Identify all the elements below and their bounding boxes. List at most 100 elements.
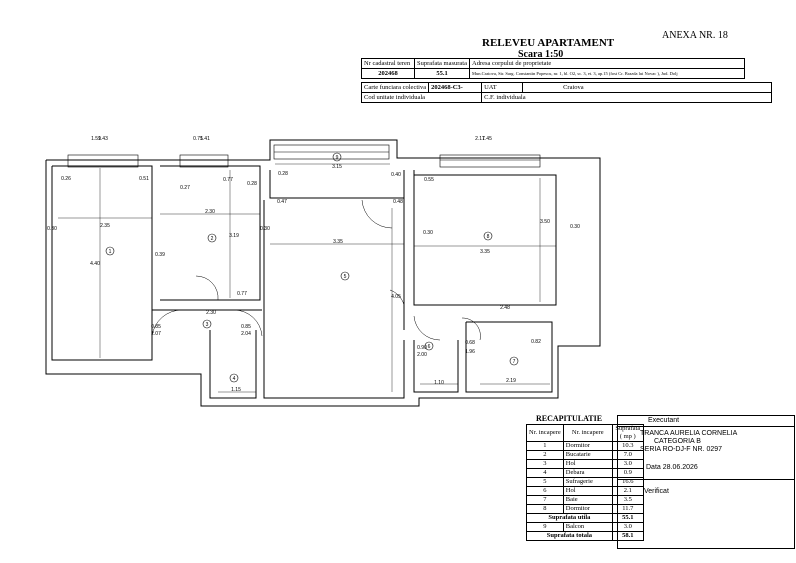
dim-label: 1.43 — [98, 136, 108, 142]
dim-label: 0.30 — [260, 226, 270, 232]
dim-label: 0.28 — [247, 181, 257, 187]
table-cell: Suprafata utila — [526, 513, 613, 523]
dimension-lines — [58, 163, 556, 393]
table-cell: 5 — [526, 477, 564, 487]
table-cell: 6 — [526, 486, 564, 496]
table-cell: Debara — [562, 468, 613, 478]
room-number: 3 — [206, 322, 209, 328]
dim-label: 2.30 — [205, 209, 215, 215]
recap-header: Nr. incapere — [562, 424, 613, 442]
dim-label: 3.15 — [332, 164, 342, 170]
room-number: 2 — [211, 236, 214, 242]
dim-label: 1.10 — [434, 380, 444, 386]
cod-label: Cod unitate individuala — [360, 92, 483, 103]
dimension-labels: 2.35 2.30 3.35 3.35 2.48 3.15 4.40 3.19 … — [47, 136, 580, 393]
dim-label: 3.35 — [333, 239, 343, 245]
room-number: 5 — [344, 274, 347, 280]
recap-header: Nr. incapere — [526, 424, 564, 442]
room-number: 8 — [487, 234, 490, 240]
table-cell: Hol — [562, 486, 613, 496]
dim-label: 0.28 — [278, 171, 288, 177]
room-number: 4 — [233, 376, 236, 382]
table-cell: 1 — [526, 441, 564, 451]
dim-label: 0.68 — [465, 340, 475, 346]
dim-label: 1.59 — [91, 136, 101, 142]
address-value: Mun.Craiova, Str. Sarg. Constantin Popes… — [469, 68, 745, 79]
dim-label: 2.07 — [151, 331, 161, 337]
dim-label: 0.85 — [151, 324, 161, 330]
outer-walls — [45, 139, 601, 407]
property-header-table: Nr cadastral teren Suprafata masurata Ad… — [361, 58, 745, 79]
room-number: 1 — [109, 249, 112, 255]
drawing-scale: Scara 1:50 — [518, 49, 564, 60]
dim-label: 0.85 — [241, 324, 251, 330]
dim-label: 0.39 — [155, 252, 165, 258]
dim-label: 0.27 — [180, 185, 190, 191]
executant-series: SERIA RO-DJ-F NR. 0297 — [640, 446, 723, 453]
table-cell: 7 — [526, 495, 564, 505]
table-cell: 2 — [526, 450, 564, 460]
cf-label: C.F. individuala — [481, 92, 773, 103]
recap-title: RECAPITULATIE — [536, 414, 603, 423]
dim-label: 0.30 — [47, 226, 57, 232]
dim-label: 1.96 — [465, 349, 475, 355]
dim-label: 0.75 — [193, 136, 203, 142]
table-cell: 3 — [526, 459, 564, 469]
dim-label: 3.35 — [480, 249, 490, 255]
recap-table: Nr. incapere Nr. incapere Suprafata ( mp… — [526, 424, 644, 541]
dim-label: 2.17 — [475, 136, 485, 142]
verified-label: Verificat — [644, 488, 669, 495]
table-cell: 4 — [526, 468, 564, 478]
table-cell: Hol — [562, 459, 613, 469]
dim-label: 2.00 — [417, 352, 427, 358]
table-cell: 58.1 — [611, 531, 644, 541]
dim-label: 1.41 — [200, 136, 210, 142]
dim-label: 0.47 — [277, 199, 287, 205]
dim-label: 0.40 — [391, 172, 401, 178]
dim-label: 2.04 — [241, 331, 251, 337]
dim-label: 0.48 — [393, 199, 403, 205]
dim-label: 0.55 — [424, 177, 434, 183]
executant-category: CATEGORIA B — [654, 438, 701, 445]
executant-date: Data 28.06.2026 — [646, 464, 698, 471]
dim-label: 2.30 — [206, 310, 216, 316]
dim-label: 0.26 — [61, 176, 71, 182]
room-number: 9 — [336, 155, 339, 161]
windows — [67, 144, 541, 168]
dim-label: 2.19 — [506, 378, 516, 384]
table-cell: Bucatarie — [562, 450, 613, 460]
table-cell: 8 — [526, 504, 564, 514]
door-swings — [151, 199, 481, 341]
table-cell: Dormitor — [562, 504, 613, 514]
dim-label: 0.30 — [570, 224, 580, 230]
room-number: 7 — [513, 359, 516, 365]
table-cell: Sufragerie — [562, 477, 613, 487]
executant-name: TRANCA AURELIA CORNELIA — [640, 430, 738, 437]
table-cell: Suprafata totala — [526, 531, 613, 541]
dim-label: 2.48 — [500, 305, 510, 311]
dim-label: 3.19 — [229, 233, 239, 239]
dim-label: 3.50 — [540, 219, 550, 225]
room-markers — [105, 152, 519, 383]
annex-label: ANEXA NR. 18 — [662, 30, 728, 41]
dim-label: 1.45 — [482, 136, 492, 142]
drawing-title: RELEVEU APARTAMENT — [482, 37, 615, 49]
dim-label: 0.77 — [223, 177, 233, 183]
registry-table: Carte funciara colectiva 202468-C3- UAT … — [360, 82, 773, 103]
table-cell: Dormitor — [562, 441, 613, 451]
table-cell: Balcon — [562, 522, 613, 532]
executant-box: Executant TRANCA AURELIA CORNELIA CATEGO… — [617, 415, 795, 549]
dim-label: 0.77 — [237, 291, 247, 297]
dim-label: 2.35 — [100, 223, 110, 229]
dim-label: 4.05 — [391, 294, 401, 300]
dim-label: 0.30 — [423, 230, 433, 236]
table-cell: 9 — [526, 522, 564, 532]
dim-label: 0.82 — [531, 339, 541, 345]
executant-label: Executant — [648, 417, 680, 424]
dim-label: 0.90 — [417, 345, 427, 351]
room-number-labels: 1 2 3 4 5 6 7 8 9 — [109, 155, 516, 382]
dim-label: 4.40 — [90, 261, 100, 267]
